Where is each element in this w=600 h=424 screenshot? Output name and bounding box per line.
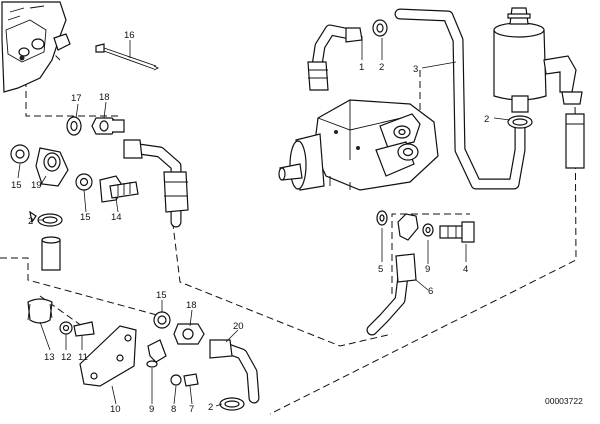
callout-2-bottom: 2 (208, 402, 213, 413)
banjo-fitting-left (10, 144, 139, 203)
callout-8: 8 (171, 404, 176, 415)
callout-9-right: 9 (425, 264, 430, 275)
callout-20: 20 (233, 321, 244, 332)
hose-upper-left (123, 139, 189, 228)
callout-18-lower: 18 (186, 300, 197, 311)
callout-7: 7 (189, 404, 194, 415)
callout-13: 13 (44, 352, 55, 363)
engine-block (1, 1, 71, 93)
callout-15-mid: 15 (80, 212, 91, 223)
cable-tie (95, 43, 160, 71)
callout-labels: 1 2 3 2 5 6 9 4 16 17 18 15 19 2 15 14 1… (11, 30, 489, 415)
callout-5: 5 (378, 264, 383, 275)
callout-15-lower: 15 (156, 290, 167, 301)
callout-10: 10 (110, 404, 121, 415)
callout-17: 17 (71, 93, 82, 104)
callout-9-bottom: 9 (149, 404, 154, 415)
callout-12: 12 (61, 352, 72, 363)
callout-1: 1 (359, 62, 364, 73)
callout-2-top: 2 (379, 62, 384, 73)
power-steering-pump (278, 99, 439, 191)
pressure-hose (366, 210, 475, 336)
callout-2-left: 2 (28, 216, 33, 227)
diagram-reference-number: 00003722 (545, 396, 583, 406)
union-fitting-upper (66, 116, 125, 136)
bracket-assembly (27, 298, 137, 387)
hose-clamp-left (29, 210, 63, 271)
fluid-reservoir (493, 7, 585, 169)
callout-11: 11 (78, 352, 88, 363)
callout-14: 14 (111, 212, 122, 223)
callout-2-reservoir: 2 (484, 114, 489, 125)
callout-6: 6 (428, 286, 433, 297)
callout-18-upper: 18 (99, 92, 110, 103)
callout-15-left: 15 (11, 180, 22, 191)
callout-3: 3 (413, 64, 418, 75)
callout-4: 4 (463, 264, 468, 275)
leader-lines (17, 36, 511, 407)
callout-19: 19 (31, 180, 42, 191)
hose-supply-top (307, 8, 526, 190)
callout-16: 16 (124, 30, 135, 41)
